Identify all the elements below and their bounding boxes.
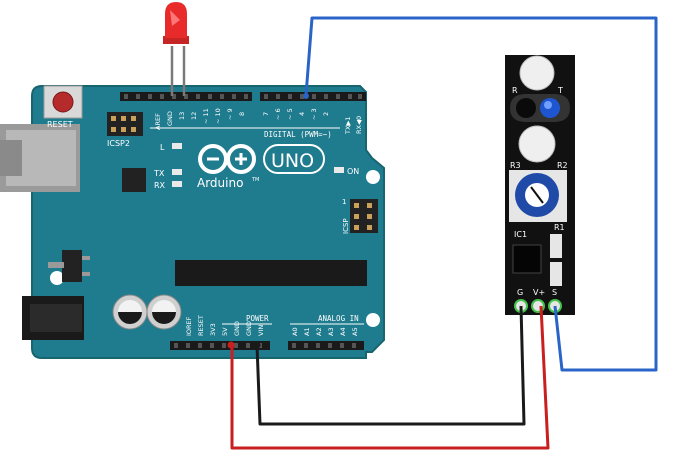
capacitor [146, 294, 182, 330]
pin-label-3: ~ 3 [310, 108, 318, 120]
pin-label-5v: 5V [221, 327, 229, 336]
pin-label-13: 13 [178, 112, 186, 120]
board-pcb [31, 85, 385, 359]
uno-badge [263, 144, 325, 174]
pin-label-a5: A5 [351, 327, 359, 336]
trademark-label: TM [251, 177, 259, 183]
pin-vplus-label: V+ [533, 288, 545, 297]
pin-label-7: 7 [262, 112, 270, 116]
reset-button [43, 85, 83, 119]
pin-label-6: ~ 6 [274, 108, 282, 120]
pin-label-aref: AREF [154, 113, 162, 130]
r2-label: R2 [557, 161, 568, 170]
arduino-logo [198, 144, 256, 174]
model-label: UNO [271, 150, 314, 172]
r1-label: R1 [554, 223, 565, 232]
pin-label-9: ~ 9 [226, 108, 234, 120]
pin-label-gnd: GND [166, 111, 174, 126]
wire-end-gnd [253, 341, 261, 349]
pin-label-a4: A4 [339, 327, 347, 336]
t-label: T [557, 86, 563, 95]
r3-label: R3 [510, 161, 521, 170]
wire-blue-signal [304, 16, 658, 372]
analog-header [288, 341, 364, 350]
pin-label-2: 2 [322, 112, 330, 116]
ic1-chip [512, 244, 542, 274]
potentiometer-slot [530, 186, 544, 204]
brand-label: Arduino [197, 176, 243, 190]
led-tx-label: TX [153, 169, 165, 178]
r-label: R [512, 86, 518, 95]
ir-lens [518, 125, 556, 163]
reset-label: RESET [47, 120, 73, 129]
ir-emitter-top [519, 55, 555, 91]
mounting-hole [50, 271, 64, 285]
icsp-header [350, 199, 378, 233]
pin-label-a0: A0 [291, 327, 299, 336]
pin-label-ioref: IOREF [185, 316, 193, 336]
on-label: ON [347, 167, 359, 176]
voltage-regulator [48, 250, 90, 282]
power-label: POWER [246, 314, 269, 323]
pin-label-5: ~ 5 [286, 108, 294, 120]
pin-label-reset: RESET [197, 315, 205, 336]
icsp-label: ICSP [342, 218, 350, 234]
pin-s-label: S [552, 288, 557, 297]
resistor-r1b [550, 262, 562, 286]
wire-end-5v [227, 341, 235, 349]
digital-pin-labels: AREF GND 13 12 ~ 11 ~ 10 ~ 9 8 7 ~ 6 ~ 5… [154, 108, 363, 135]
pin-label-rx0: RX◀0 [355, 116, 363, 134]
ir-receiver [516, 98, 536, 118]
icsp2-header [107, 112, 143, 136]
pin-label-tx1: TX▶1 [344, 116, 352, 135]
analog-label: ANALOG IN [318, 314, 359, 323]
power-jack [22, 296, 84, 340]
red-led [163, 2, 189, 96]
mounting-hole [366, 170, 380, 184]
capacitor [112, 294, 148, 330]
power-pin-labels: IOREF RESET 3V3 5V GND GND VIN A0 A1 A2 … [185, 315, 359, 336]
pin-label-12: 12 [190, 112, 198, 120]
pin-label-a3: A3 [327, 327, 335, 336]
led-rx-indicator [172, 181, 182, 187]
wire-end-d4 [303, 93, 309, 99]
transmitter-highlight [544, 101, 552, 109]
usb-connector [0, 124, 80, 192]
led-highlight [170, 10, 180, 26]
led-rx-label: RX [154, 181, 166, 190]
led-l-label: L [160, 143, 165, 152]
pin-label-vin: VIN [257, 325, 265, 336]
wires [227, 16, 658, 450]
pin-g-label: G [517, 288, 523, 297]
pin-label-gnd2: GND [245, 321, 253, 336]
ic1-label: IC1 [514, 230, 527, 239]
atmega-chip [175, 260, 367, 286]
pin-label-8: 8 [238, 112, 246, 116]
led-base [163, 36, 189, 44]
pin-label-gnd1: GND [233, 321, 241, 336]
pin-label-4: 4 [298, 112, 306, 116]
digital-header [120, 92, 366, 101]
digital-label: DIGITAL (PWM=~) [264, 130, 332, 139]
pin-label-3v3: 3V3 [209, 323, 217, 336]
led-l-indicator [172, 143, 182, 149]
led-tx-indicator [172, 169, 182, 175]
pin-label-a1: A1 [303, 327, 311, 336]
pin-label-10: ~ 10 [214, 108, 222, 124]
icsp2-label: ICSP2 [107, 139, 130, 148]
resistor-r1 [550, 234, 562, 258]
mounting-hole [366, 313, 380, 327]
led-on-indicator [334, 167, 344, 173]
arduino-uno-board: RESET ICSP2 AREF GND 13 12 ~ 11 ~ 10 ~ 9 [0, 85, 385, 359]
icsp-pin1-label: 1 [342, 198, 346, 206]
wire-red-5v [230, 305, 550, 450]
pin-label-11: ~ 11 [202, 108, 210, 124]
wire-black-gnd [255, 305, 526, 426]
usb-chip [122, 168, 146, 192]
pin-label-a2: A2 [315, 327, 323, 336]
ir-sensor-module: R T R3 R2 IC1 R1 G V+ S [505, 55, 575, 315]
